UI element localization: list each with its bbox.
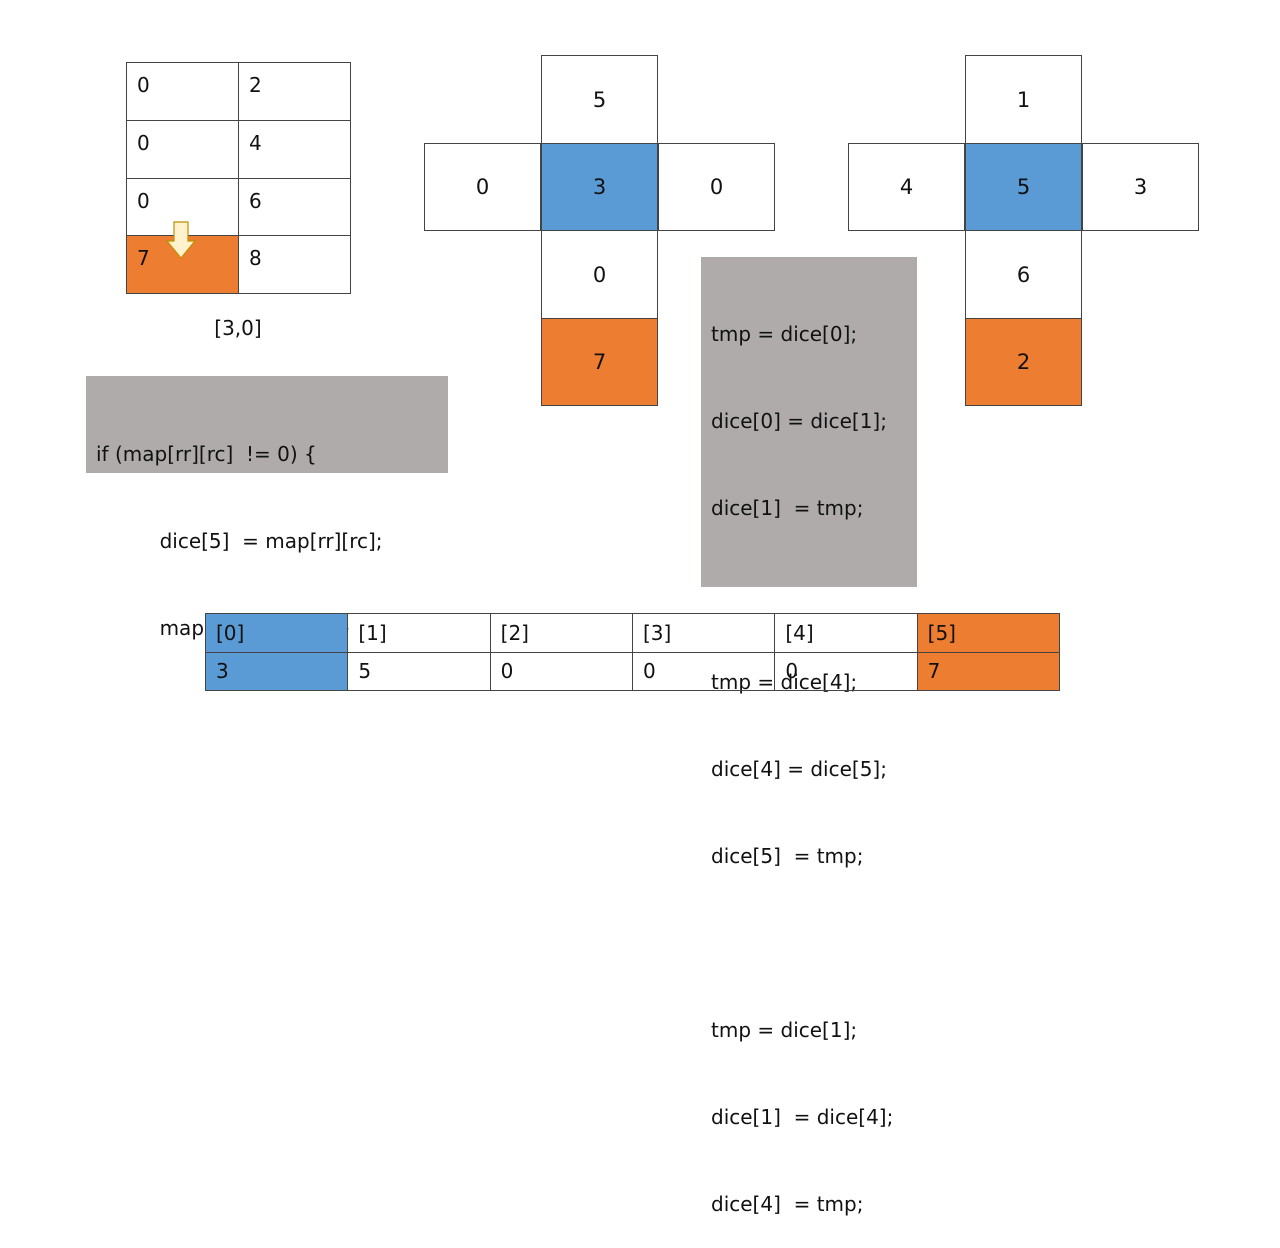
dice-value-row: 3 5 0 0 0 7: [204, 651, 1061, 691]
dice-index-cell: [3]: [631, 613, 776, 653]
dice-index-cell: [1]: [347, 613, 491, 653]
code-line: dice[1] = tmp;: [711, 496, 864, 520]
code-line: dice[0] = dice[1];: [711, 409, 887, 433]
code-line: dice[1] = dice[4];: [711, 1105, 894, 1129]
map-grid: 0 2 0 4 0 6 7 8: [126, 62, 351, 294]
dice-face-right: 0: [658, 143, 775, 231]
map-cell: 8: [238, 235, 351, 294]
dice-face-center: 5: [965, 143, 1082, 231]
map-cell: 2: [238, 62, 351, 121]
dice-value-cell: 7: [916, 651, 1061, 691]
dice-value-cell: 0: [489, 651, 633, 691]
map-cell: 0: [126, 62, 239, 121]
map-row: 0 6: [126, 177, 351, 237]
down-arrow-icon: [166, 221, 196, 259]
dice-face-left: 0: [424, 143, 541, 231]
map-cell: 4: [238, 119, 351, 179]
dice-value-cell: 0: [774, 651, 918, 691]
code-line: tmp = dice[0];: [711, 322, 858, 346]
dice-array-table: [0] [1] [2] [3] [4] [5] 3 5 0 0 0 7: [204, 613, 1061, 691]
dice-face-top: 1: [965, 55, 1082, 144]
code-line: [711, 581, 917, 610]
code-line: dice[4] = tmp;: [711, 1192, 864, 1216]
dice-index-cell: [5]: [916, 613, 1061, 653]
map-row: 0 4: [126, 119, 351, 179]
code-line: dice[4] = dice[5];: [711, 757, 887, 781]
dice-index-cell: [2]: [489, 613, 633, 653]
map-row: 7 8: [126, 235, 351, 294]
dice-value-cell: 5: [347, 651, 491, 691]
dice-face-center: 3: [541, 143, 658, 231]
code-line: tmp = dice[1];: [711, 1018, 858, 1042]
code-line: [711, 929, 917, 958]
dice-index-cell: [0]: [204, 613, 349, 653]
dice-value-cell: 3: [204, 651, 349, 691]
code-line: dice[5] = map[rr][rc];: [96, 529, 383, 553]
code-line: if (map[rr][rc] != 0) {: [96, 442, 317, 466]
dice-face-right: 3: [1082, 143, 1199, 231]
dice-face-floor: 2: [965, 318, 1082, 406]
dice-index-cell: [4]: [774, 613, 918, 653]
dice-value-cell: 0: [631, 651, 776, 691]
map-cell: 6: [238, 177, 351, 237]
map-row: 0 2: [126, 62, 351, 121]
map-cell: 0: [126, 119, 239, 179]
dice-net-before: 5 0 3 0 0 7: [424, 55, 775, 406]
dice-face-left: 4: [848, 143, 965, 231]
dice-face-top: 5: [541, 55, 658, 144]
dice-index-row: [0] [1] [2] [3] [4] [5]: [204, 613, 1061, 653]
code-line: dice[5] = tmp;: [711, 844, 864, 868]
code-snippet-map-copy: if (map[rr][rc] != 0) { dice[5] = map[rr…: [86, 376, 448, 640]
dice-face-bottom: 6: [965, 230, 1082, 319]
dice-face-floor: 7: [541, 318, 658, 406]
dice-net-after: 1 4 5 3 6 2: [848, 55, 1199, 406]
dice-face-bottom: 0: [541, 230, 658, 319]
coordinate-label: [3,0]: [214, 316, 262, 340]
map-cell-current: 7: [126, 235, 239, 294]
